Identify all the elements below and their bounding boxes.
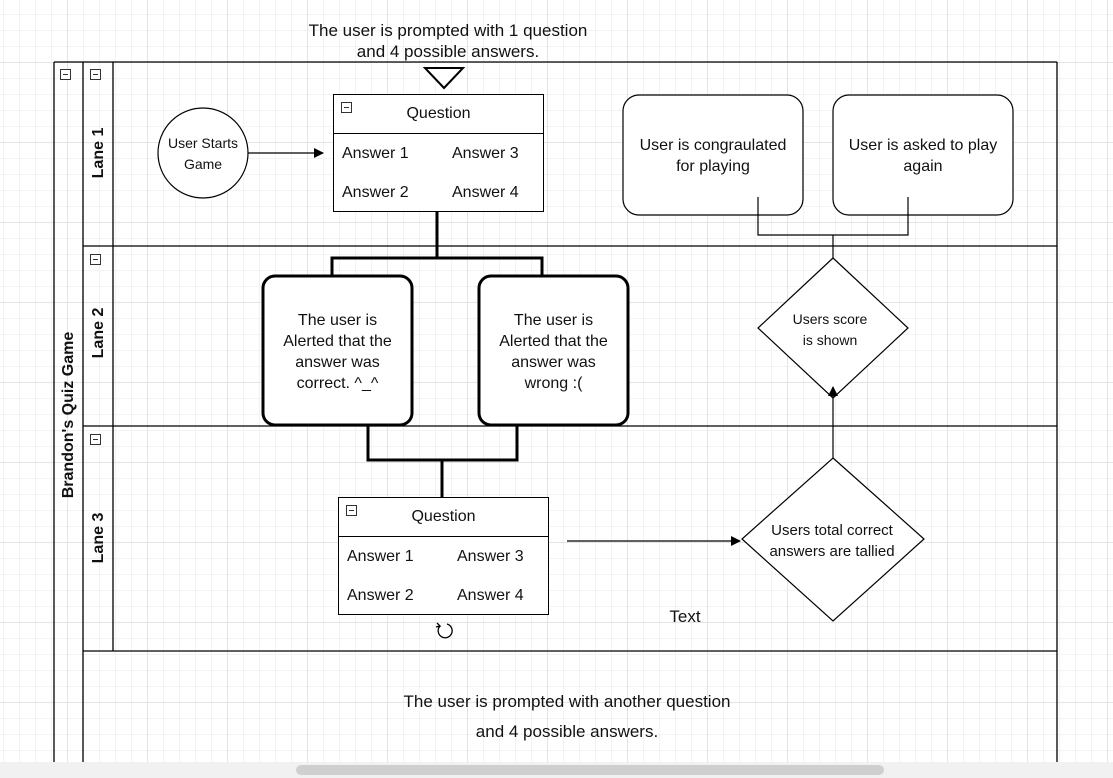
correct-box-line1: The user is: [297, 312, 378, 329]
question-table-2-cell-a4: Answer 4: [457, 587, 524, 604]
question-table-1-cell-a2: Answer 2: [342, 184, 409, 201]
lane1-collapse-button[interactable]: [90, 69, 101, 80]
lane2-collapse-button[interactable]: [90, 254, 101, 265]
question-table-2-cell-a2: Answer 2: [347, 587, 414, 604]
lane1-label[interactable]: Lane 1: [90, 127, 107, 179]
question-table-2-cell-a3: Answer 3: [457, 548, 524, 565]
tally-diamond-label: Users total correct answers are tallied: [747, 520, 917, 562]
congrats-box-line2: for playing: [676, 158, 750, 175]
lane2-label[interactable]: Lane 2: [90, 307, 107, 359]
wrong-box-shape[interactable]: [477, 274, 630, 427]
wrong-box-line2: Alerted that the: [499, 333, 608, 350]
horizontal-scrollbar-thumb[interactable]: [296, 765, 884, 775]
play-again-box-line1: User is asked to play: [848, 137, 998, 154]
bottom-note-line2: and 4 possible answers.: [475, 722, 659, 741]
bottom-note[interactable]: The user is prompted with another questi…: [366, 687, 768, 747]
bottom-join-bracket: [366, 425, 519, 462]
free-text-label[interactable]: Text: [669, 607, 701, 626]
pool-title[interactable]: Brandon's Quiz Game: [60, 331, 77, 499]
question-table-1-header: Question: [334, 95, 543, 134]
tally-diamond-shape[interactable]: [741, 457, 925, 622]
congrats-box-line1: User is congraulated: [639, 137, 787, 154]
lane3-collapse-button[interactable]: [90, 434, 101, 445]
correct-box-line2: Alerted that the: [283, 333, 392, 350]
question-table-2-cell-a1: Answer 1: [347, 548, 414, 565]
wrong-box-line4: wrong :(: [524, 375, 583, 392]
pool-collapse-button[interactable]: [60, 69, 71, 80]
play-again-box-label: User is asked to play again: [833, 95, 1013, 215]
score-diamond-line1: Users score: [792, 311, 868, 327]
correct-box-shape[interactable]: [261, 274, 414, 427]
top-note[interactable]: The user is prompted with 1 question and…: [260, 20, 636, 62]
entry-triangle-icon: [422, 67, 466, 90]
connectors: [248, 148, 909, 546]
start-event-label: User Starts Game: [158, 133, 248, 175]
tally-diamond-line1: Users total correct: [771, 522, 893, 539]
lane3-label[interactable]: Lane 3: [90, 512, 107, 564]
tally-diamond-line2: answers are tallied: [769, 543, 895, 560]
loop-icon[interactable]: [434, 620, 456, 642]
start-event-line1: User Starts: [167, 135, 238, 151]
top-note-line2: and 4 possible answers.: [356, 42, 540, 61]
wrong-box-line1: The user is: [513, 312, 594, 329]
play-again-box-line2: again: [903, 158, 943, 175]
bottom-note-line1: The user is prompted with another questi…: [403, 692, 731, 711]
question-table-2[interactable]: Question Answer 1 Answer 3 Answer 2 Answ…: [338, 497, 549, 615]
start-event-line2: Game: [183, 156, 223, 172]
correct-box-line4: correct. ^_^: [296, 375, 379, 392]
question-table-1-cell-a3: Answer 3: [452, 145, 519, 162]
play-again-box-shape[interactable]: [832, 94, 1014, 216]
question-table-2-collapse-button[interactable]: [346, 505, 357, 516]
question-table-1[interactable]: Question Answer 1 Answer 3 Answer 2 Answ…: [333, 94, 544, 212]
score-diamond-line2: is shown: [802, 332, 858, 348]
question-table-1-cell-a1: Answer 1: [342, 145, 409, 162]
score-diamond-label: Users score is shown: [770, 309, 890, 351]
question-table-1-cell-a4: Answer 4: [452, 184, 519, 201]
congrats-box-shape[interactable]: [622, 94, 804, 216]
question-table-2-header: Question: [339, 498, 548, 537]
top-split-bracket: [330, 256, 544, 276]
congrats-box-label: User is congraulated for playing: [623, 95, 803, 215]
wrong-box-line3: answer was: [511, 354, 596, 371]
question-table-1-collapse-button[interactable]: [341, 102, 352, 113]
correct-box-line3: answer was: [295, 354, 380, 371]
correct-box-label: The user is Alerted that the answer was …: [263, 276, 412, 425]
wrong-box-label: The user is Alerted that the answer was …: [479, 276, 628, 425]
top-note-line1: The user is prompted with 1 question: [308, 21, 588, 40]
